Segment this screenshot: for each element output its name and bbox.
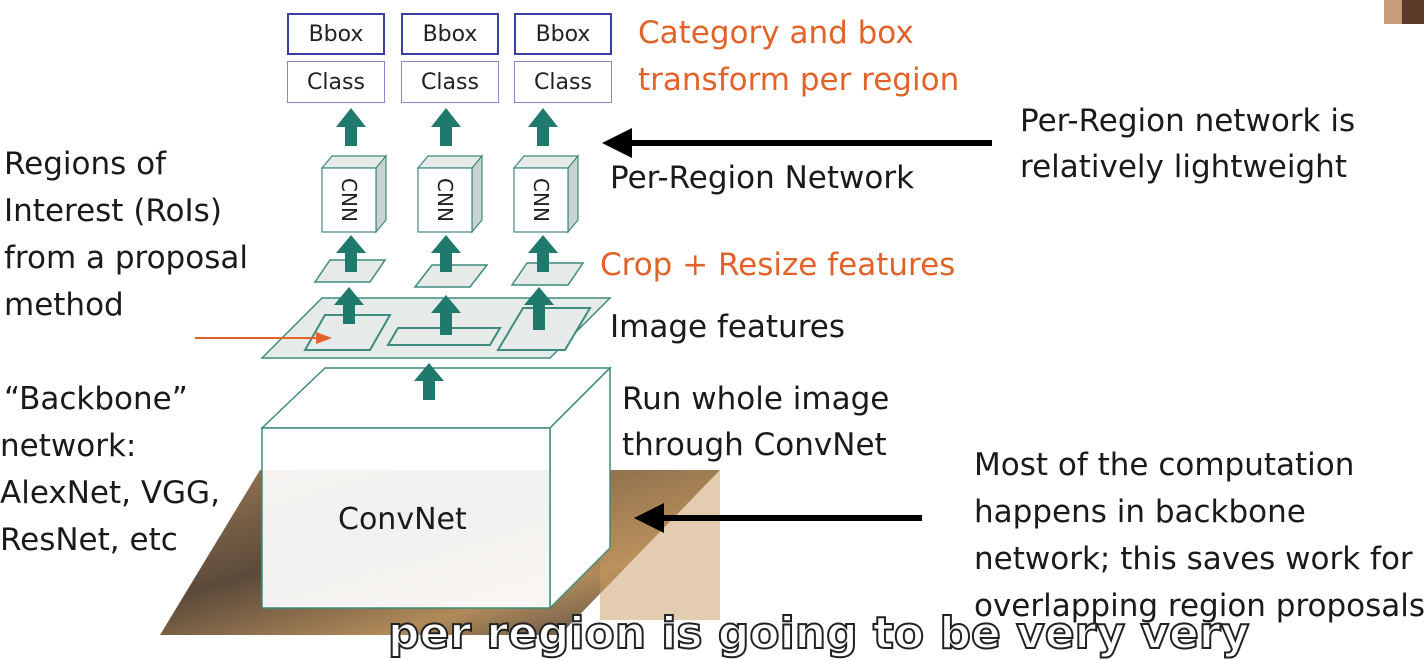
pointer-arrow-per-region <box>602 128 992 158</box>
class-output-2: Class <box>401 61 499 103</box>
run-whole-label-line1: Run whole image <box>622 381 890 417</box>
per-region-network-label: Per-Region Network <box>610 160 915 196</box>
crop-patch-3 <box>510 262 585 286</box>
bbox-output-3: Bbox <box>514 13 612 55</box>
roi-1 <box>303 314 392 351</box>
class-output-3: Class <box>514 61 612 103</box>
cnn-label-2: CNN <box>433 178 457 222</box>
category-box-label-line1: Category and box <box>638 15 914 51</box>
flow-arrows <box>334 108 558 400</box>
cnn-block-3 <box>512 154 580 234</box>
crop-resize-label: Crop + Resize features <box>600 247 956 283</box>
cnn-label-3: CNN <box>529 178 553 222</box>
computation-note-line3: network; this saves work for <box>974 541 1413 577</box>
diagram-canvas <box>160 0 1424 635</box>
backbone-label-line4: ResNet, etc <box>0 522 178 558</box>
cnn-label-1: CNN <box>337 178 361 222</box>
per-region-note-line2: relatively lightweight <box>1020 149 1347 185</box>
rois-label-line2: Interest (RoIs) <box>4 193 222 229</box>
pointer-arrow-backbone <box>634 503 922 533</box>
rois-label-line4: method <box>4 287 124 323</box>
class-output-1: Class <box>287 61 385 103</box>
rois-label-line3: from a proposal <box>4 240 248 276</box>
computation-note-line2: happens in backbone <box>974 494 1306 530</box>
image-features-label: Image features <box>610 309 846 345</box>
rois-label-line1: Regions of <box>4 146 167 182</box>
convnet-label: ConvNet <box>338 502 467 537</box>
roi-2 <box>386 327 502 346</box>
bbox-output-2: Bbox <box>401 13 499 55</box>
convnet-block <box>260 366 612 610</box>
computation-note-line4: overlapping region proposals <box>974 588 1424 624</box>
backbone-label-line3: AlexNet, VGG, <box>0 475 220 511</box>
bbox-output-1: Bbox <box>287 13 385 55</box>
video-subtitle: per region is going to be very very <box>387 607 1250 660</box>
per-region-note-line1: Per-Region network is <box>1020 103 1356 139</box>
computation-note-line1: Most of the computation <box>974 447 1355 483</box>
roi-pointer-arrow <box>195 332 332 344</box>
cnn-block-2 <box>416 154 484 234</box>
category-box-label-line2: transform per region <box>638 62 960 98</box>
crop-patch-2 <box>413 264 489 288</box>
cnn-block-1 <box>320 154 388 234</box>
backbone-label-line1: “Backbone” <box>4 381 188 417</box>
run-whole-label-line2: through ConvNet <box>622 427 887 463</box>
backbone-label-line2: network: <box>0 428 137 464</box>
